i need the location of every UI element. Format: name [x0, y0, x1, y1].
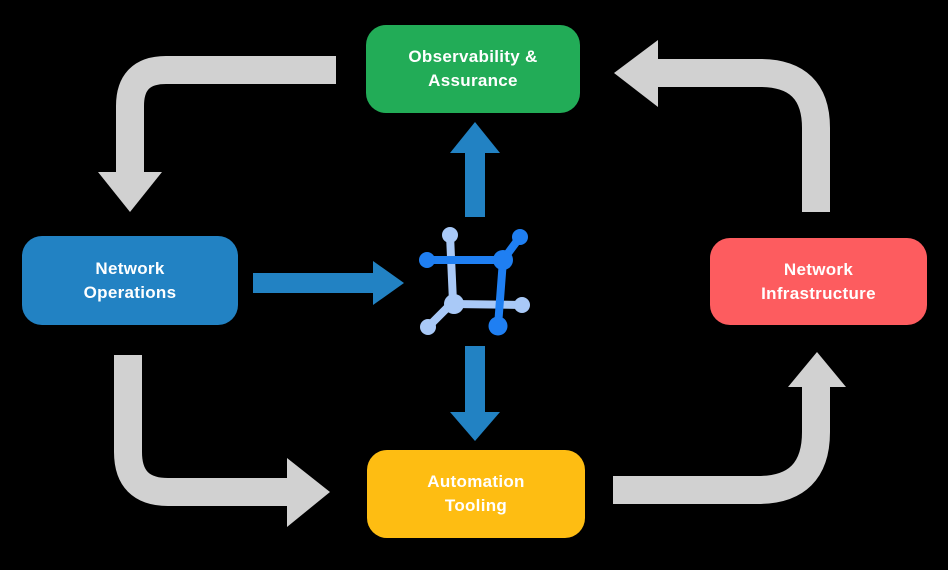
arrow-operations-to-center [253, 261, 404, 305]
node-observability-assurance: Observability & Assurance [366, 25, 580, 113]
icon-node [512, 229, 528, 245]
arrow-shaft [114, 355, 289, 506]
icon-node [488, 316, 508, 336]
icon-node [442, 227, 458, 243]
arrow-head [373, 261, 404, 305]
icon-line [449, 300, 526, 309]
arrow-head [614, 40, 658, 107]
arrow-head [287, 458, 330, 527]
icon-node [419, 252, 435, 268]
arrow-head [450, 412, 500, 441]
arrow-infrastructure-to-observability [614, 40, 830, 212]
arrow-operations-to-automation [114, 355, 330, 527]
arrow-shaft [116, 56, 336, 174]
arrow-shaft [613, 385, 830, 504]
node-network-infrastructure: Network Infrastructure [710, 238, 927, 325]
icon-line [424, 231, 457, 331]
arrow-center-to-observability [450, 122, 500, 217]
icon-line [494, 256, 507, 330]
arrow-head [450, 122, 500, 153]
icon-node [420, 319, 436, 335]
icon-dark-nodes [419, 229, 528, 336]
node-automation-tooling: Automation Tooling [367, 450, 585, 538]
icon-node [514, 297, 530, 313]
node-network-operations: Network Operations [22, 236, 238, 325]
arrow-automation-to-infrastructure [613, 352, 846, 504]
network-automation-icon [419, 227, 530, 336]
icon-node [493, 250, 513, 270]
icon-node [444, 294, 464, 314]
icon-light-nodes [420, 227, 530, 335]
arrow-head [98, 172, 162, 212]
arrow-observability-to-operations [98, 56, 336, 212]
arrow-shaft [656, 59, 830, 212]
arrow-center-to-automation [450, 346, 500, 441]
arrow-head [788, 352, 846, 387]
